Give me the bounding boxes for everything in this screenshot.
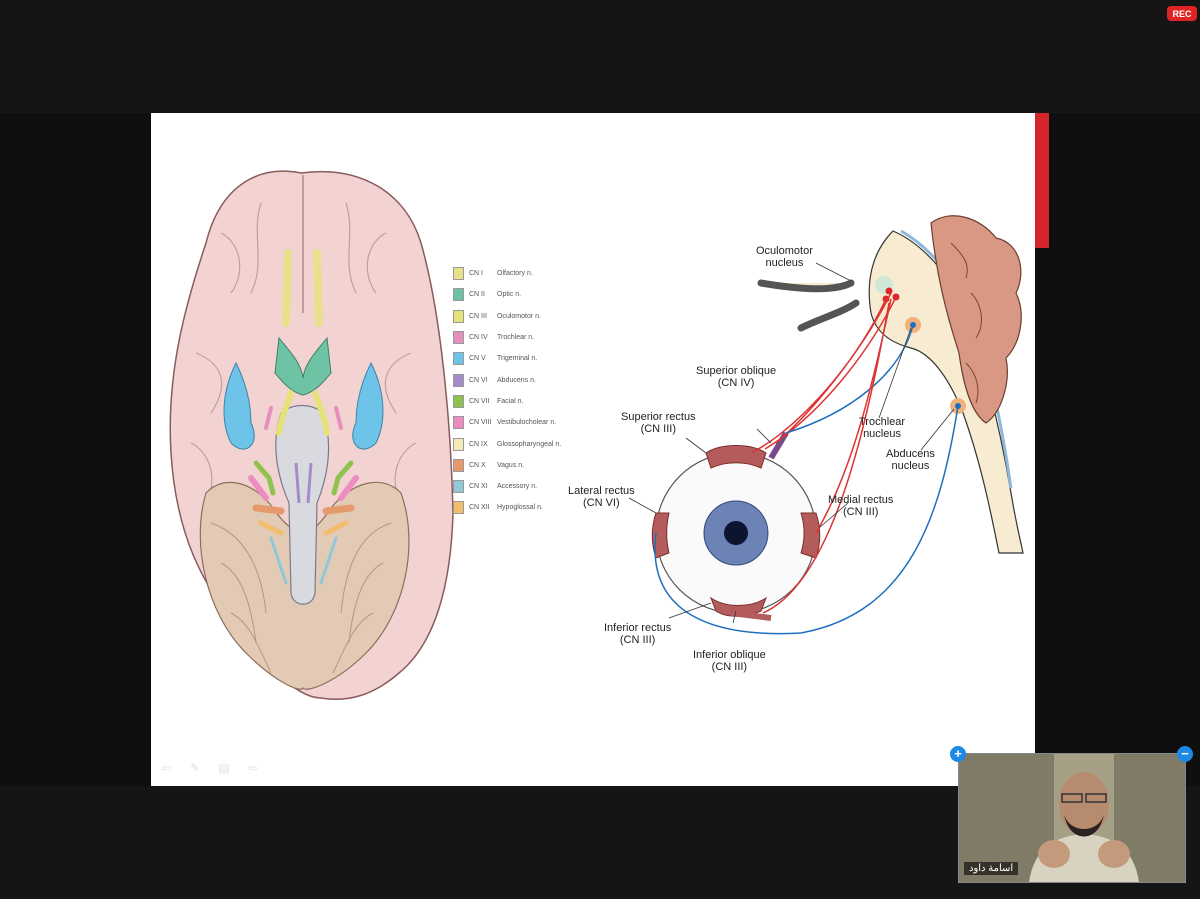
- legend-code: CN VIII: [469, 419, 492, 427]
- recording-badge: REC: [1167, 6, 1197, 21]
- label-abducens-nucleus: Abducens nucleus: [886, 448, 935, 472]
- legend-name: Olfactory n.: [497, 270, 533, 278]
- legend-swatch: [453, 267, 464, 281]
- participant-video-tile[interactable]: اسامة داود: [958, 753, 1186, 883]
- brainstem-illustration: [757, 215, 1024, 554]
- label-oculomotor-nucleus: Oculomotor nucleus: [756, 245, 813, 269]
- legend-code: CN XII: [469, 504, 490, 512]
- legend-name: Trochlear n.: [497, 334, 535, 342]
- legend-name: Facial n.: [497, 397, 524, 405]
- legend-swatch: [453, 501, 464, 515]
- legend-name: Hypoglossal n.: [497, 504, 543, 512]
- label-inferior-oblique: Inferior oblique (CN III): [693, 649, 766, 673]
- legend-item: CN XI Accessory n.: [453, 476, 561, 497]
- legend-item: CN I Olfactory n.: [453, 263, 561, 284]
- legend-swatch: [453, 309, 464, 323]
- legend-code: CN X: [469, 461, 486, 469]
- pen-icon[interactable]: ✎: [189, 761, 201, 775]
- legend-item: CN VIII Vestibulocholear n.: [453, 412, 561, 433]
- legend-name: Optic n.: [497, 291, 522, 299]
- legend-name: Vagus n.: [497, 461, 525, 469]
- slide-accent-bar: [1035, 113, 1049, 248]
- legend-code: CN V: [469, 355, 486, 363]
- cranial-nerve-legend: CN I Olfactory n. CN II Optic n. CN III Ocu…: [453, 263, 561, 519]
- legend-item: CN V Trigeminal n.: [453, 348, 561, 369]
- legend-swatch: [453, 352, 464, 366]
- plus-icon[interactable]: +: [950, 746, 966, 762]
- legend-swatch: [453, 394, 464, 408]
- label-trochlear-nucleus: Trochlear nucleus: [859, 416, 906, 440]
- legend-code: CN IX: [469, 440, 488, 448]
- menu-icon[interactable]: ▤: [218, 761, 230, 775]
- participant-video-frame: [959, 754, 1185, 882]
- legend-item: CN XII Hypoglossal n.: [453, 497, 561, 518]
- legend-code: CN III: [469, 312, 487, 320]
- legend-swatch: [453, 373, 464, 387]
- legend-name: Oculomotor n.: [497, 312, 541, 320]
- label-superior-rectus: Superior rectus (CN III): [621, 411, 696, 435]
- legend-code: CN I: [469, 270, 483, 278]
- legend-code: CN XI: [469, 483, 488, 491]
- legend-swatch: [453, 480, 464, 494]
- legend-item: CN X Vagus n.: [453, 455, 561, 476]
- label-lateral-rectus: Lateral rectus (CN VI): [568, 485, 635, 509]
- legend-item: CN II Optic n.: [453, 284, 561, 305]
- legend-name: Trigeminal n.: [497, 355, 538, 363]
- label-medial-rectus: Medial rectus (CN III): [828, 494, 894, 518]
- legend-name: Abducens n.: [497, 376, 536, 384]
- label-inferior-rectus: Inferior rectus (CN III): [604, 622, 672, 646]
- slide-navigation: ⇦ ✎ ▤ ⇨: [157, 761, 262, 775]
- top-bar: [0, 0, 1200, 113]
- legend-item: CN VII Facial n.: [453, 391, 561, 412]
- legend-code: CN VII: [469, 397, 490, 405]
- legend-item: CN IV Trochlear n.: [453, 327, 561, 348]
- arrow-left-icon[interactable]: ⇦: [160, 761, 172, 775]
- slide-illustration: [169, 170, 1024, 700]
- legend-code: CN II: [469, 291, 485, 299]
- participant-name: اسامة داود: [964, 862, 1019, 875]
- legend-swatch: [453, 416, 464, 430]
- label-superior-oblique: Superior oblique (CN IV): [696, 365, 777, 389]
- arrow-right-icon[interactable]: ⇨: [247, 761, 259, 775]
- legend-name: Accessory n.: [497, 483, 538, 491]
- legend-item: CN III Oculomotor n.: [453, 306, 561, 327]
- legend-item: CN IX Glossopharyngeal n.: [453, 433, 561, 454]
- legend-swatch: [453, 288, 464, 302]
- minus-icon[interactable]: −: [1177, 746, 1193, 762]
- legend-name: Vestibulocholear n.: [497, 419, 557, 427]
- legend-code: CN IV: [469, 334, 488, 342]
- brain-illustration: [169, 170, 454, 700]
- legend-swatch: [453, 331, 464, 345]
- legend-swatch: [453, 458, 464, 472]
- legend-code: CN VI: [469, 376, 488, 384]
- presentation-slide: CN I Olfactory n. CN II Optic n. CN III Ocu…: [151, 113, 1035, 786]
- legend-item: CN VI Abducens n.: [453, 369, 561, 390]
- eye-illustration: [651, 292, 959, 635]
- legend-swatch: [453, 437, 464, 451]
- legend-name: Glossopharyngeal n.: [497, 440, 562, 448]
